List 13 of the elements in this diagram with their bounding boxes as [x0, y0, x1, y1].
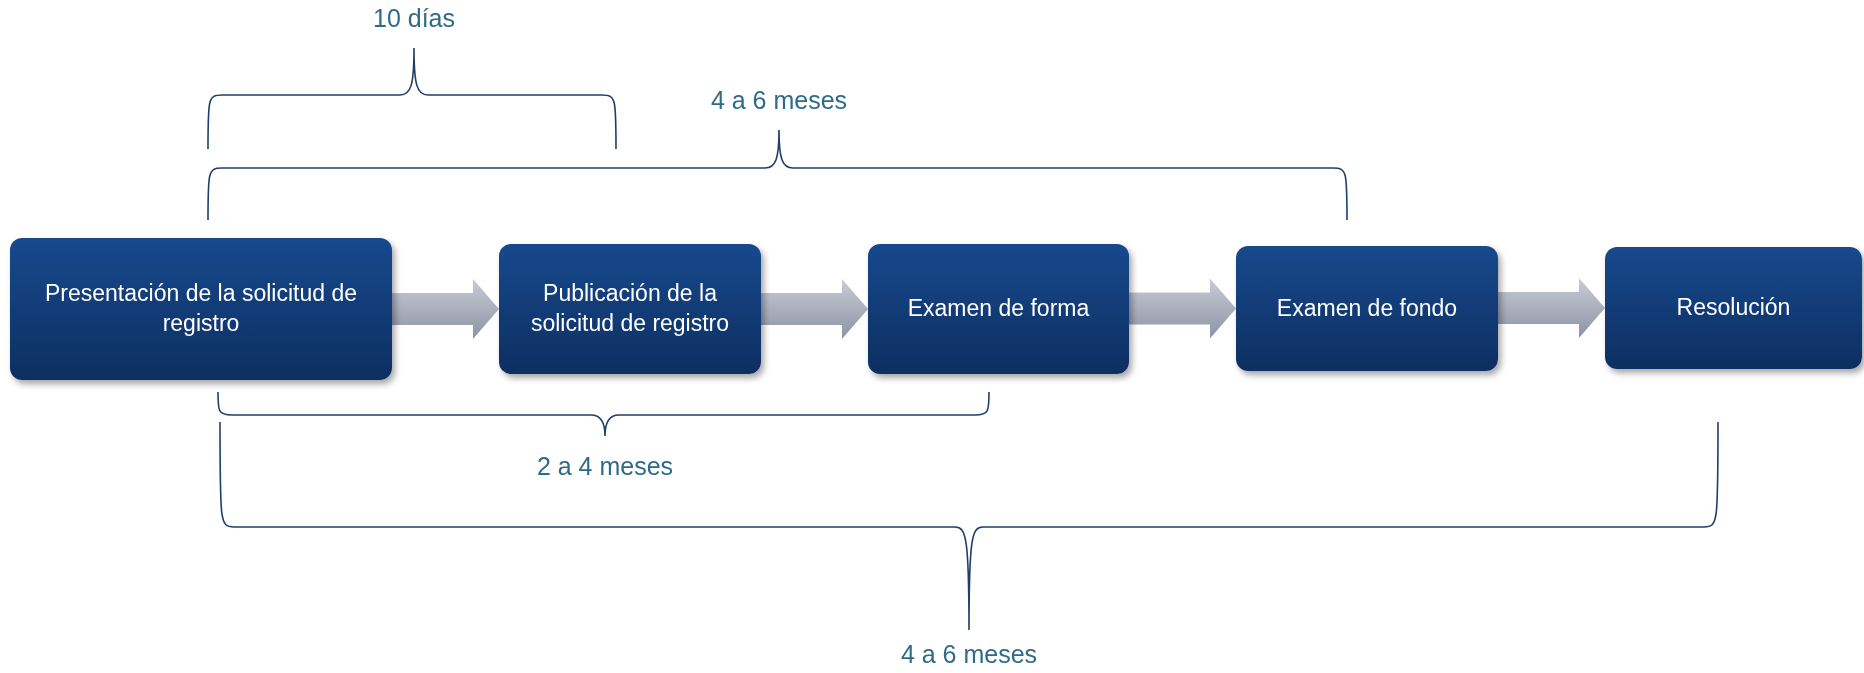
duration-label: 4 a 6 meses — [710, 86, 848, 115]
process-box: Resolución — [1605, 247, 1862, 369]
block-arrow — [1129, 278, 1236, 339]
block-arrow — [761, 279, 868, 339]
block-arrow — [392, 279, 499, 339]
process-box: Presentación de la solicitud de registro — [10, 238, 392, 380]
duration-label: 2 a 4 meses — [536, 452, 674, 481]
duration-label: 4 a 6 meses — [900, 640, 1038, 669]
duration-label: 10 días — [373, 4, 455, 33]
process-box: Publicación de la solicitud de registro — [499, 244, 761, 374]
process-box: Examen de fondo — [1236, 246, 1498, 371]
process-box: Examen de forma — [868, 244, 1129, 374]
block-arrow — [1498, 278, 1605, 338]
